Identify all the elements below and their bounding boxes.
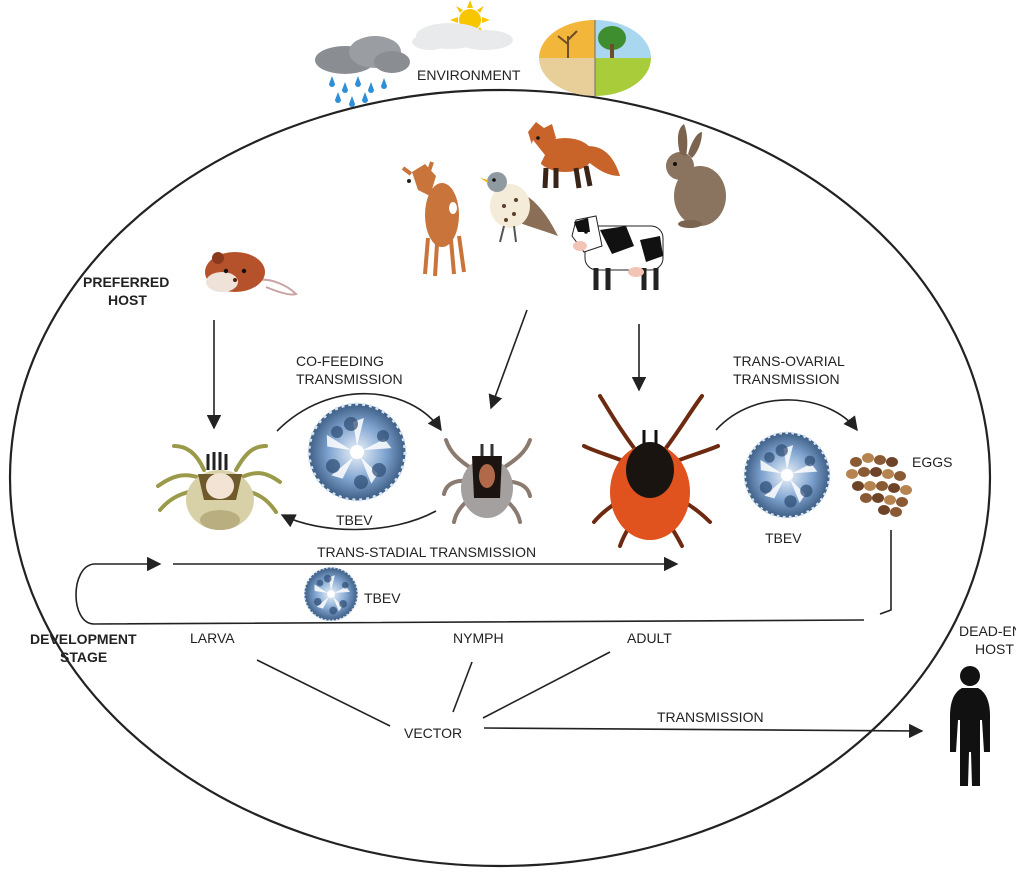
- cow-icon: [572, 216, 663, 290]
- larva-tick-icon: [158, 446, 280, 530]
- eggs-icon: [846, 453, 912, 517]
- nymph-label: NYMPH: [453, 630, 504, 646]
- nymph-to-vector-line: [453, 662, 472, 712]
- sun-cloud-icon: [412, 0, 513, 50]
- vector-label: VECTOR: [404, 725, 462, 741]
- virus-icon: [745, 433, 829, 517]
- environment-label: ENVIRONMENT: [417, 67, 521, 83]
- eggs-label: EGGS: [912, 454, 952, 470]
- transmission-label: TRANSMISSION: [657, 709, 764, 725]
- deer-icon: [403, 162, 464, 276]
- transovarial-label-line1: TRANS-OVARIAL: [733, 353, 845, 369]
- seasons-icon: [539, 20, 651, 96]
- larva-label: LARVA: [190, 630, 235, 646]
- preferred-host-label-line2: HOST: [108, 292, 147, 308]
- adult-tick-icon: [584, 396, 718, 546]
- fox-icon: [528, 122, 620, 188]
- larva-to-vector-line: [257, 660, 390, 726]
- transstadial-label: TRANS-STADIAL TRANSMISSION: [317, 544, 536, 560]
- animals-to-nymph-arrow: [491, 310, 527, 408]
- adult-to-vector-line: [483, 652, 610, 718]
- cofeeding-label-line2: TRANSMISSION: [296, 371, 403, 387]
- deadend-host-label-line2: HOST: [975, 641, 1014, 657]
- development-stage-label-line2: STAGE: [60, 649, 107, 665]
- tbev-right-label: TBEV: [765, 530, 802, 546]
- cofeeding-label-line1: CO-FEEDING: [296, 353, 384, 369]
- adult-label: ADULT: [627, 630, 672, 646]
- human-silhouette-icon: [950, 666, 990, 786]
- virus-icon: [305, 568, 358, 621]
- development-stage-label-line1: DEVELOPMENT: [30, 631, 137, 647]
- tbev-bottom-label: TBEV: [364, 590, 401, 606]
- vole-icon: [205, 252, 296, 295]
- deadend-host-label-line1: DEAD-END: [959, 623, 1016, 639]
- transovarial-label-line2: TRANSMISSION: [733, 371, 840, 387]
- virus-icon: [309, 404, 405, 500]
- nymph-tick-icon: [444, 440, 530, 522]
- transmission-arrow: [484, 728, 922, 731]
- transovarial-arrow: [716, 400, 857, 430]
- preferred-host-label-line1: PREFERRED: [83, 274, 169, 290]
- rain-cloud-icon: [315, 36, 410, 107]
- tbev-left-label: TBEV: [336, 512, 373, 528]
- hare-icon: [666, 124, 726, 228]
